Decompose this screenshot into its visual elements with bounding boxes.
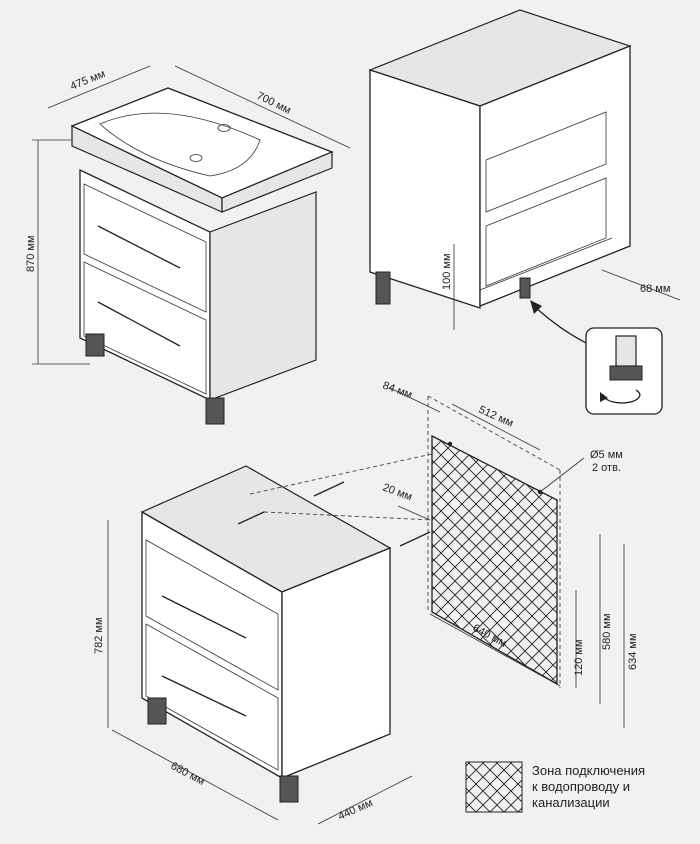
drawer-lower xyxy=(145,623,279,771)
legend-line: к водопроводу и xyxy=(532,779,630,794)
leg xyxy=(85,333,105,357)
mount-hole xyxy=(447,441,453,447)
dim-leg-height: 100 мм xyxy=(441,253,453,290)
foot-detail xyxy=(530,300,663,415)
leg xyxy=(205,397,225,425)
dim-hole-diameter: Ø5 мм xyxy=(590,449,623,461)
drawer-lower xyxy=(83,261,207,395)
dim-cabinet-height: 782 мм xyxy=(93,617,105,654)
leg xyxy=(375,271,391,305)
vanity-side xyxy=(209,191,317,401)
mounting-screw xyxy=(237,511,265,525)
basin-side-edge xyxy=(221,151,333,213)
detail-pointer-arrow xyxy=(533,305,591,346)
cabinet-side xyxy=(281,547,391,779)
dim-zone-bottom: 120 мм xyxy=(573,639,585,676)
carcass-back xyxy=(479,45,631,307)
drawer-upper xyxy=(145,539,279,691)
dim-hole-height: 634 мм xyxy=(627,633,639,670)
dim-height-total: 870 мм xyxy=(25,235,37,272)
mounting-screw xyxy=(313,481,345,497)
wall-zone xyxy=(389,387,625,728)
carcass-drawer-box xyxy=(485,177,607,287)
cabinet-mounting xyxy=(107,453,433,825)
adjustable-foot xyxy=(519,277,531,299)
drawer-handle-lower xyxy=(97,301,181,347)
open-carcass xyxy=(368,9,681,330)
drawer-handle-lower xyxy=(161,675,247,717)
dim-cabinet-width: 680 мм xyxy=(169,760,207,788)
dim-zone-offset: 20 мм xyxy=(381,482,414,504)
drain-hole xyxy=(189,154,203,162)
faucet-hole xyxy=(217,124,231,132)
dim-side-offset: 68 мм xyxy=(640,283,670,295)
legend-swatch xyxy=(465,761,523,813)
drawer-upper xyxy=(83,183,207,313)
adjusting-nut xyxy=(609,365,643,381)
drawer-handle-upper xyxy=(161,595,247,639)
dim-hole-from-edge: 84 мм xyxy=(381,380,414,402)
dim-cabinet-depth: 440 мм xyxy=(336,797,374,823)
rotation-arrow-icon xyxy=(603,389,641,404)
carcass-shelf xyxy=(485,111,607,213)
vanity-front xyxy=(79,168,211,402)
dim-hole-spacing: 512 мм xyxy=(477,404,515,430)
leg xyxy=(147,697,167,725)
mounting-screw xyxy=(399,531,431,547)
legend-line: Зона подключения xyxy=(532,763,646,778)
dim-zone-height: 580 мм xyxy=(601,613,613,650)
carcass-side-panel xyxy=(369,69,481,309)
dim-depth-top: 475 мм xyxy=(69,68,107,93)
assembled-vanity xyxy=(32,65,351,425)
dim-hole-count: 2 отв. xyxy=(592,462,621,474)
leg xyxy=(279,775,299,803)
legend: Зона подключения к водопроводу и канализ… xyxy=(532,763,645,811)
drawer-handle-upper xyxy=(97,225,181,269)
legend-line: канализации xyxy=(532,795,610,810)
connection-zone xyxy=(432,436,557,684)
basin-bowl xyxy=(99,112,261,177)
